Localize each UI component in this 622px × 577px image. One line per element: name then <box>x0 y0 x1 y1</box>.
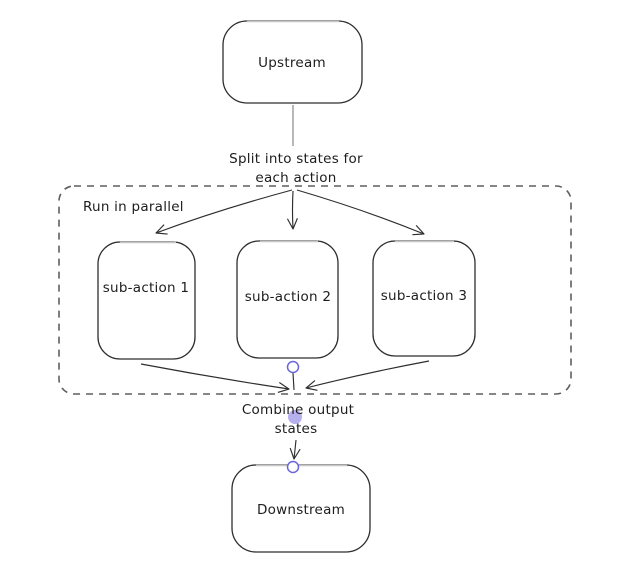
edge-label-combine: Combine output states <box>242 402 354 437</box>
node-sub-action-2-label: sub-action 2 <box>245 289 331 305</box>
arrow-split-to-sub-action-1 <box>156 189 293 233</box>
binding-dot <box>288 410 302 424</box>
arrow-sub-action-3-to-combine <box>306 360 430 388</box>
group-run-in-parallel[interactable]: Run in parallel <box>58 185 572 395</box>
group-run-in-parallel-border[interactable] <box>58 185 572 395</box>
arrow-split-to-sub-action-3 <box>296 189 424 234</box>
connection-handle-sub-action-2[interactable] <box>286 360 300 374</box>
arrow-split-to-sub-action-2 <box>293 190 294 229</box>
node-downstream-label: Downstream <box>257 502 345 518</box>
edge-label-split-line2: each action <box>255 170 336 186</box>
edge-label-split: Split into states for each action <box>229 151 363 186</box>
node-sub-action-1[interactable]: sub-action 1 <box>97 241 196 360</box>
node-sub-action-1-label: sub-action 1 <box>103 280 189 296</box>
node-sub-action-3-label: sub-action 3 <box>381 288 467 304</box>
edge-label-combine-line2: states <box>275 421 318 437</box>
arrow-combine-to-downstream <box>294 439 296 459</box>
connection-handle-downstream[interactable] <box>286 460 300 474</box>
arrow-sub-action-1-to-combine <box>140 363 289 389</box>
node-downstream[interactable]: Downstream <box>231 464 371 553</box>
node-sub-action-1-box[interactable] <box>97 241 196 360</box>
node-upstream-label: Upstream <box>258 55 326 71</box>
node-upstream[interactable]: Upstream <box>222 20 363 104</box>
group-run-in-parallel-label: Run in parallel <box>83 199 184 215</box>
arrow-sub-action-2-to-combine <box>292 372 295 391</box>
edge-label-combine-line1: Combine output <box>242 402 354 418</box>
node-sub-action-3[interactable]: sub-action 3 <box>372 240 476 357</box>
node-sub-action-2[interactable]: sub-action 2 <box>236 240 339 359</box>
edge-label-split-line1: Split into states for <box>229 151 363 167</box>
